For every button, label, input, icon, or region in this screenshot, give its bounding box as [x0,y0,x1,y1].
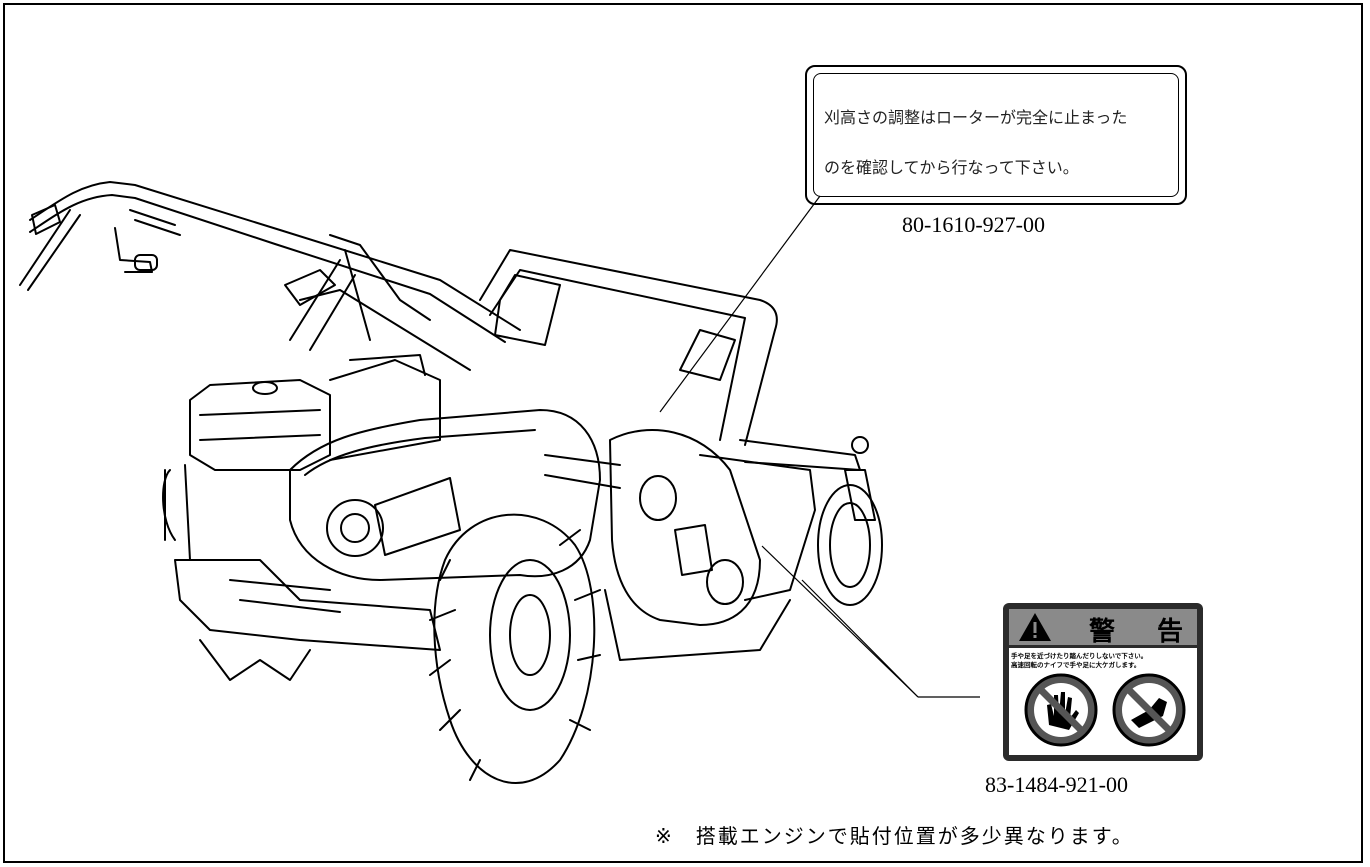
warning-title-left: 警 [1089,617,1116,647]
part-number-top: 80-1610-927-00 [902,212,1045,237]
warning-text-line1: 手や足を近づけたり踏んだりしないで下さい。 [1011,652,1148,660]
warning-header: 警 告 [1009,609,1197,647]
caution-text-line2: のを確認してから行なって下さい。 [824,158,1079,177]
part-number-warning: 83-1484-921-00 [985,772,1128,797]
adjustment-caution-label: 刈高さの調整はローターが完全に止まった のを確認してから行なって下さい。 [805,65,1187,205]
label-inner-border: 刈高さの調整はローターが完全に止まった のを確認してから行なって下さい。 [813,73,1179,197]
footnote: ※ 搭載エンジンで貼付位置が多少異なります。 [655,824,1134,848]
warning-triangle-icon [1019,613,1051,641]
no-foot-icon [1112,673,1186,747]
caution-text-line1: 刈高さの調整はローターが完全に止まった [824,108,1128,127]
warning-text-line2: 高速回転のナイフで手や足に大ケガします。 [1011,661,1141,669]
warning-body: 手や足を近づけたり踏んだりしないで下さい。 高速回転のナイフで手や足に大ケガしま… [1009,648,1197,755]
document-frame [3,3,1363,863]
warning-title-right: 告 [1157,617,1184,647]
no-hand-icon [1024,673,1098,747]
warning-sticker: 警 告 手や足を近づけたり踏んだりしないで下さい。 高速回転のナイフで手や足に大… [1003,603,1203,761]
